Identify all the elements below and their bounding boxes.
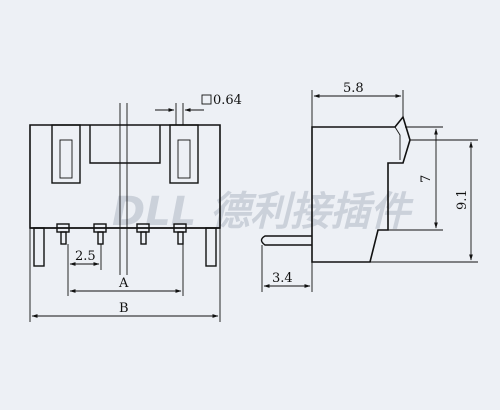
pin-1 [56, 223, 70, 245]
side-view: 5.8 7 9.1 3.4 [260, 81, 478, 292]
pin-3 [136, 223, 150, 245]
pitch-label: 2.5 [75, 249, 96, 264]
right-peg [205, 227, 217, 267]
left-latch [51, 124, 81, 184]
front-view: 0.64 2.5 A B [29, 93, 242, 322]
side-pin [260, 235, 312, 246]
right-latch-inner [177, 139, 191, 179]
top-recess [89, 125, 161, 164]
pin-length-label: 3.4 [272, 271, 293, 286]
dimension-b-label: B [119, 301, 129, 316]
pin-size-label: 0.64 [213, 93, 242, 108]
pin-2 [93, 223, 107, 245]
total-height-label: 9.1 [455, 189, 470, 210]
depth-label: 5.8 [343, 81, 364, 96]
left-peg [33, 227, 45, 267]
right-latch [169, 124, 199, 184]
left-latch-inner [59, 139, 73, 179]
pin-4 [173, 223, 187, 245]
side-housing-outline [311, 115, 411, 263]
square-symbol [201, 94, 212, 105]
dimension-a-label: A [118, 276, 129, 291]
inner-height-label: 7 [419, 175, 434, 183]
